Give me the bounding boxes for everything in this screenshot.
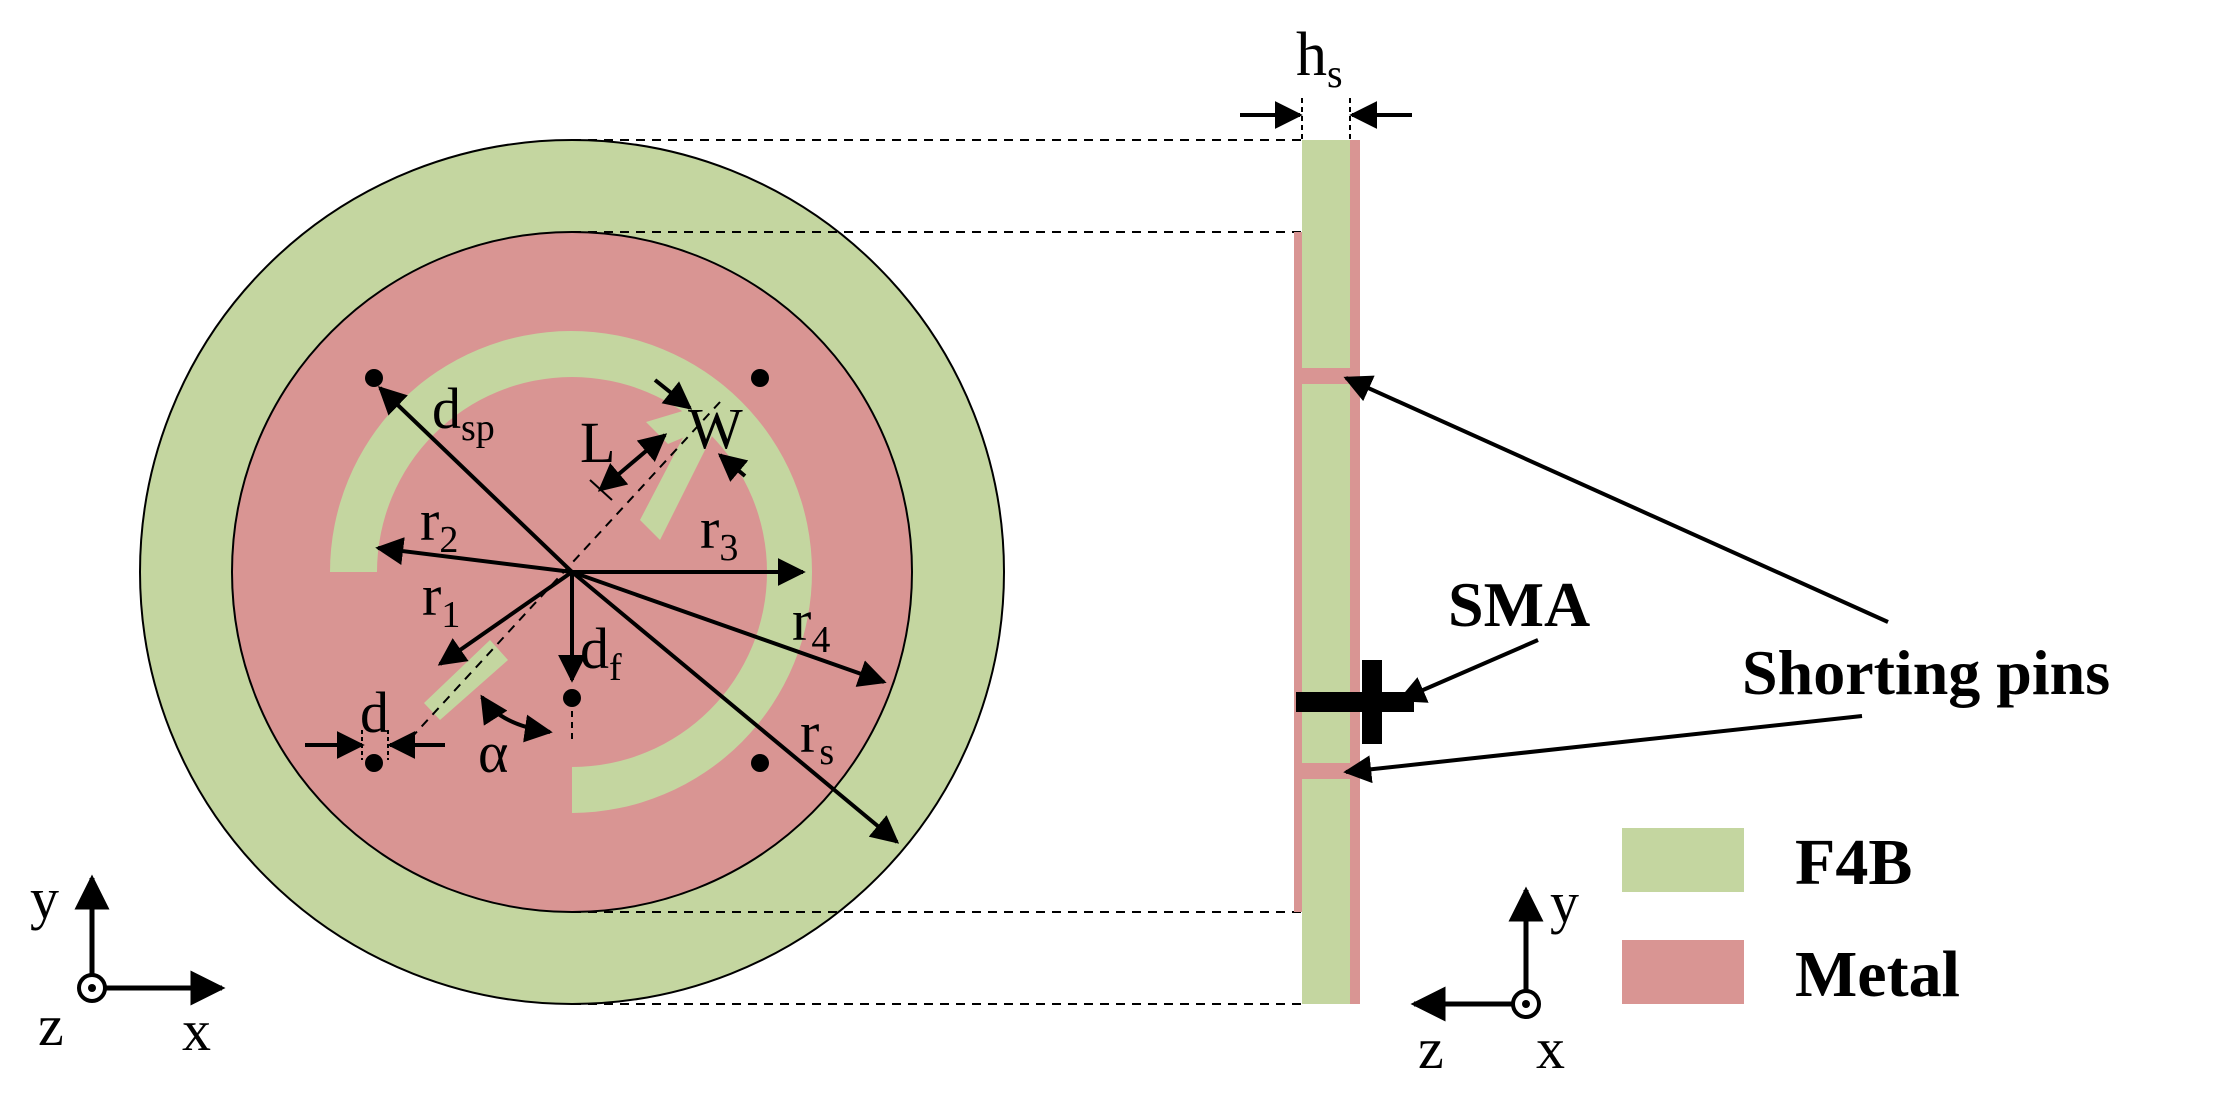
projection-lines xyxy=(572,139,1302,1005)
substrate-side xyxy=(1302,140,1350,1004)
feed-point-dot xyxy=(563,689,581,707)
W-arrow-top xyxy=(653,378,693,410)
label-shorting-pins: Shorting pins xyxy=(1742,637,2110,708)
shorting-pin-pointer-bottom xyxy=(1343,714,1863,784)
label-r2: r2 xyxy=(420,488,458,561)
label-r4: r4 xyxy=(792,588,830,661)
L-tick xyxy=(589,479,613,501)
axis-y-front: y xyxy=(30,866,59,931)
front-view: dsp L W r2 r3 r1 r4 df rs d α y z x xyxy=(30,139,1005,1063)
shorting-pin-pointer-top xyxy=(1343,375,1889,624)
legend-label-f4b: F4B xyxy=(1795,826,1912,899)
alpha-arc xyxy=(480,694,553,743)
axis-z-front: z xyxy=(38,993,64,1058)
label-W: W xyxy=(688,396,743,461)
patch-metal-side xyxy=(1294,232,1302,912)
shorting-pin-dot xyxy=(751,754,769,772)
legend-label-metal: Metal xyxy=(1795,938,1960,1011)
label-df: df xyxy=(580,616,622,689)
ground-metal-side xyxy=(1350,140,1360,1004)
shorting-pin-dot xyxy=(365,754,383,772)
label-alpha: α xyxy=(478,720,508,785)
axis-x-front: x xyxy=(182,998,211,1063)
label-r3: r3 xyxy=(700,496,738,569)
axis-y-side: y xyxy=(1550,870,1579,935)
label-dsp: dsp xyxy=(432,376,495,449)
r1-arrow xyxy=(437,570,574,666)
rs-arrow xyxy=(570,570,900,844)
side-view: hs SMA Shorting pins y z x xyxy=(1240,21,2110,1081)
label-rs: rs xyxy=(800,700,834,773)
legend-swatch-f4b xyxy=(1622,828,1744,892)
legend: F4B Metal xyxy=(1622,826,1960,1011)
W-arrow-bottom xyxy=(717,453,749,482)
sma-flange xyxy=(1362,660,1382,744)
sma-pointer xyxy=(1397,638,1539,703)
legend-swatch-metal xyxy=(1622,940,1744,1004)
r2-arrow xyxy=(375,537,573,574)
shorting-pin-dot xyxy=(751,369,769,387)
side-axes: y z x xyxy=(1410,870,1579,1081)
label-sma: SMA xyxy=(1448,569,1590,640)
r4-arrow xyxy=(571,570,887,687)
label-hs: hs xyxy=(1296,21,1343,96)
shorting-pin-top xyxy=(1302,368,1350,384)
sma-feed-line xyxy=(1296,692,1414,712)
axis-x-side: x xyxy=(1536,1016,1565,1081)
axis-z-side: z xyxy=(1418,1016,1444,1081)
label-d: d xyxy=(360,680,389,745)
slot-strip xyxy=(640,405,720,540)
shorting-pin-dot xyxy=(365,369,383,387)
front-axes: y z x xyxy=(30,866,226,1063)
label-L: L xyxy=(580,410,615,475)
L-arrow xyxy=(597,433,668,492)
dsp-arrow xyxy=(377,386,574,574)
label-r1: r1 xyxy=(422,563,460,636)
shorting-pin-bottom xyxy=(1302,763,1350,779)
